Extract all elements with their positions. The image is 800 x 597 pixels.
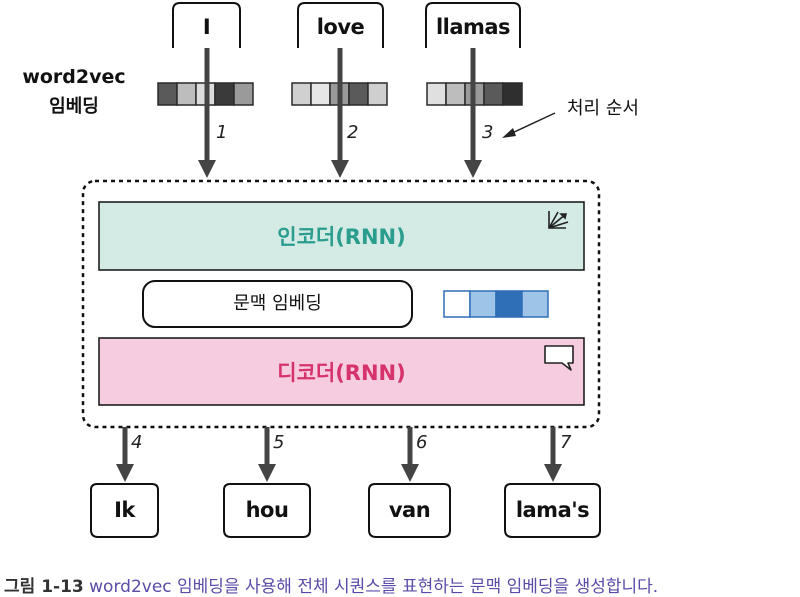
context-vector-cell-3 xyxy=(495,290,523,318)
expand-icon xyxy=(548,211,569,229)
encoder-label: 인코더(RNN) xyxy=(277,225,406,249)
input-token-3: llamas xyxy=(435,15,511,39)
output-arrow-6 xyxy=(401,427,419,482)
embedding-label-line1: word2vec xyxy=(22,66,126,88)
embedding-label-line2: 임베딩 xyxy=(49,96,99,117)
decoder-box xyxy=(98,337,585,406)
input-token-2: love xyxy=(316,15,365,39)
input-arrow-2 xyxy=(331,48,349,178)
context-vector-cell-4 xyxy=(521,290,549,318)
output-arrow-7 xyxy=(544,427,562,482)
output-token-4: lama's xyxy=(515,498,590,522)
processing-order-pointer xyxy=(502,112,556,138)
word-vector-3-cell-4 xyxy=(483,82,504,106)
context-embedding-box xyxy=(142,280,413,328)
word-vector-2-cell-5 xyxy=(367,82,388,106)
figure-caption: 그림 1-13 word2vec 임베딩을 사용해 전체 시퀀스를 표현하는 문… xyxy=(4,572,658,597)
word-vector-2-cell-1 xyxy=(291,82,312,106)
output-arrow-5 xyxy=(258,427,276,482)
step-number-5: 5 xyxy=(273,432,285,453)
output-token-box-3 xyxy=(368,483,451,538)
word-vector-3-cell-1 xyxy=(426,82,447,106)
figure-number: 그림 1-13 xyxy=(4,577,84,597)
input-arrow-3 xyxy=(464,48,482,178)
output-arrow-4 xyxy=(116,427,134,482)
input-token-box-3 xyxy=(425,2,521,48)
word-vector-2-cell-2 xyxy=(310,82,331,106)
word-vector-2-cell-4 xyxy=(348,82,369,106)
word-vector-1-cell-5 xyxy=(233,82,254,106)
word-vector-2 xyxy=(291,82,388,106)
word-vector-1 xyxy=(157,82,254,106)
step-number-3: 3 xyxy=(482,122,494,143)
output-token-2: hou xyxy=(245,498,289,522)
step-number-2: 2 xyxy=(347,122,359,143)
context-embedding-label: 문맥 임베딩 xyxy=(233,293,322,314)
output-token-3: van xyxy=(388,498,431,522)
step-number-4: 4 xyxy=(131,432,143,453)
input-token-box-2 xyxy=(297,2,384,48)
step-number-6: 6 xyxy=(416,432,428,453)
speech-bubble-icon xyxy=(544,345,574,371)
output-token-box-2 xyxy=(223,483,311,538)
processing-order-label: 처리 순서 xyxy=(567,98,639,119)
context-vector-cell-2 xyxy=(469,290,497,318)
word-vector-1-cell-4 xyxy=(214,82,235,106)
step-number-1: 1 xyxy=(216,122,228,143)
output-token-1: Ik xyxy=(114,498,135,522)
word-vector-1-cell-1 xyxy=(157,82,178,106)
step-number-7: 7 xyxy=(560,432,572,453)
word-vector-3-cell-2 xyxy=(445,82,466,106)
output-token-box-1 xyxy=(90,483,159,538)
word-vector-1-cell-2 xyxy=(176,82,197,106)
input-token-1: I xyxy=(202,15,211,39)
input-token-box-1 xyxy=(172,2,241,48)
figure-caption-text: word2vec 임베딩을 사용해 전체 시퀀스를 표현하는 문맥 임베딩을 생… xyxy=(89,577,659,597)
decoder-label: 디코더(RNN) xyxy=(277,360,406,385)
input-arrow-1 xyxy=(198,48,216,178)
context-vector-cell-1 xyxy=(443,290,471,318)
context-vector xyxy=(443,290,549,318)
output-token-box-4 xyxy=(504,483,601,538)
encoder-box xyxy=(98,201,585,271)
word-vector-3-cell-5 xyxy=(502,82,523,106)
